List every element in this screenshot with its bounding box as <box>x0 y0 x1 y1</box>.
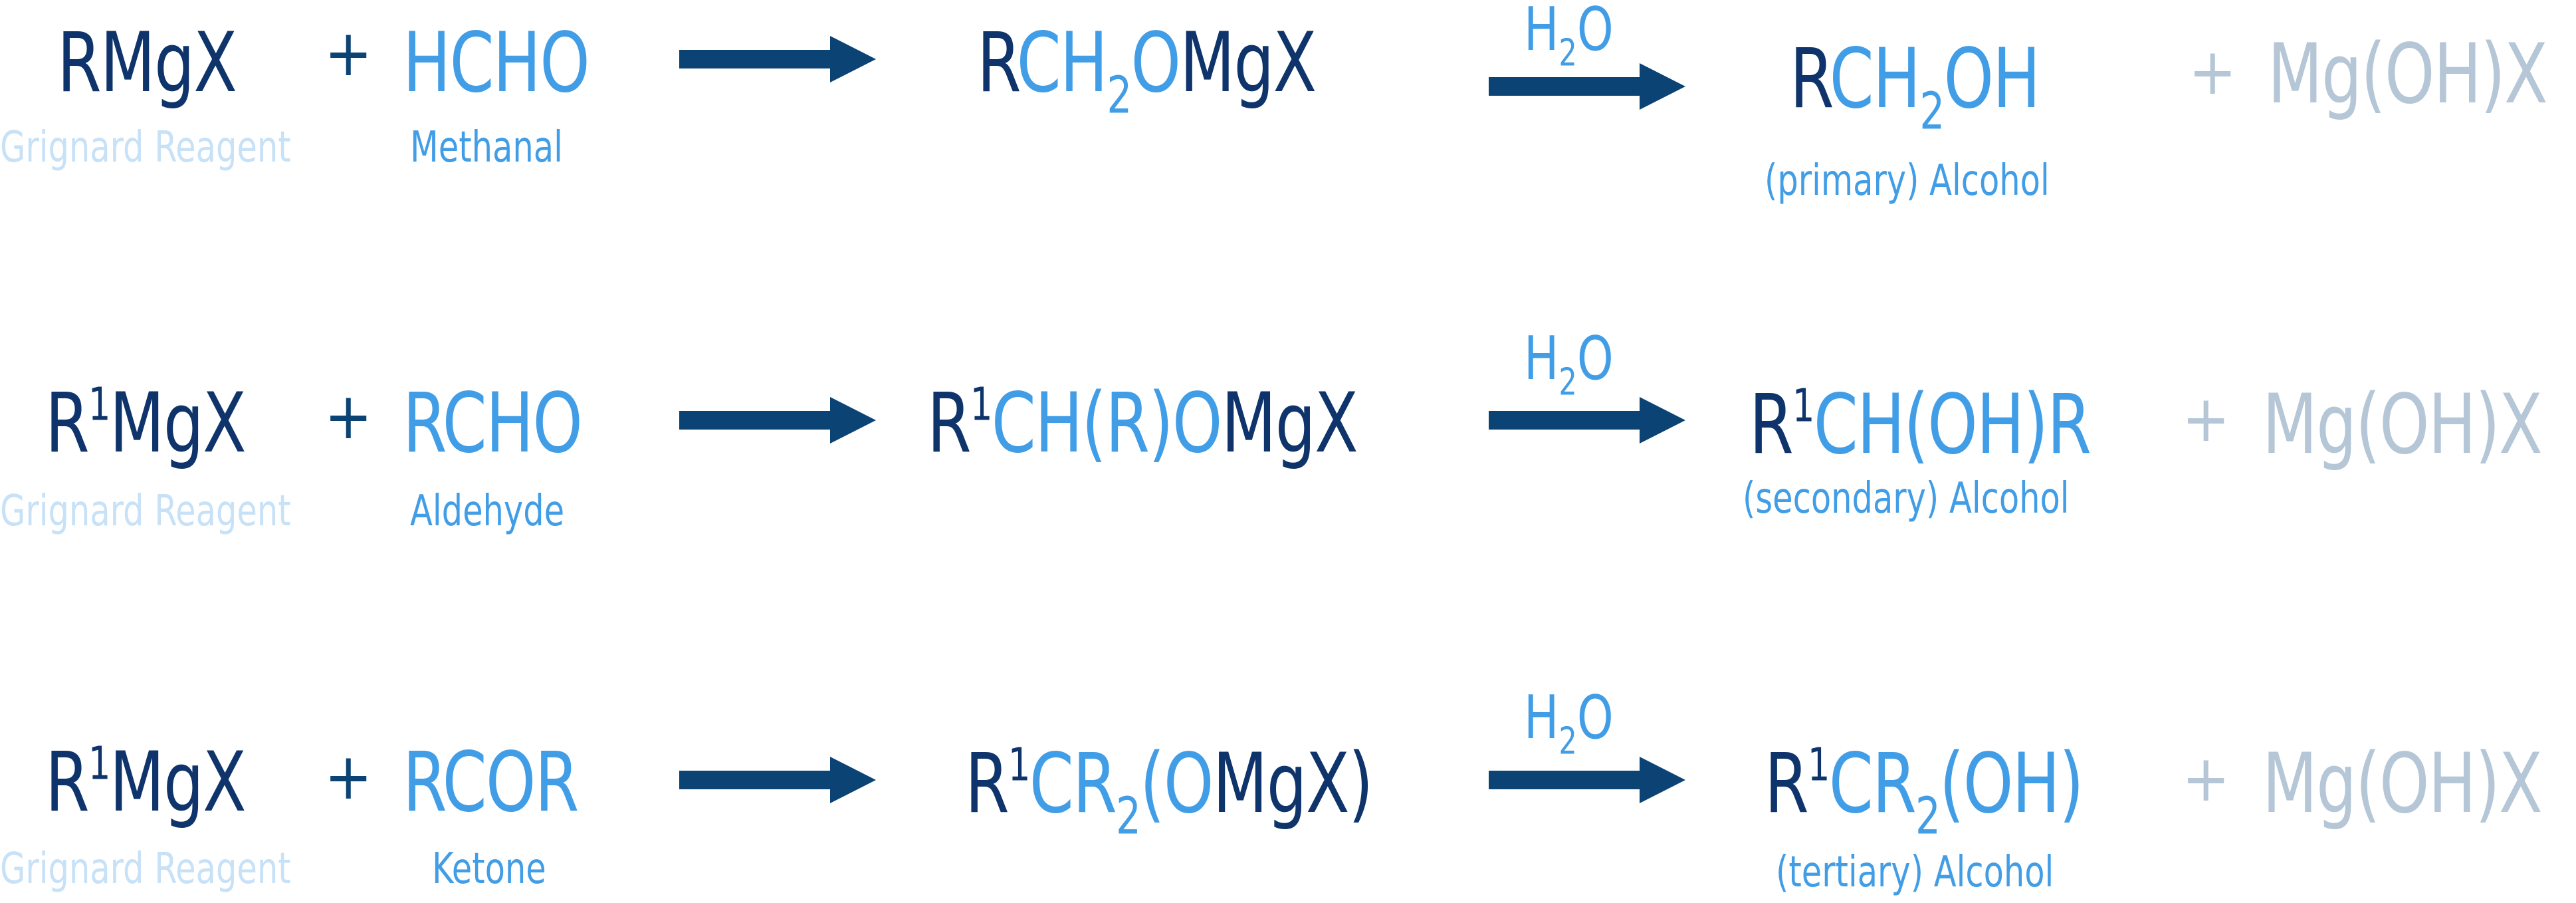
formula-segment: R <box>977 15 1018 111</box>
byproduct-formula: Mg(OH)X <box>2262 736 2543 832</box>
formula-superscript: 1 <box>1807 739 1830 792</box>
intermediate-formula: RCH2OMgX <box>977 22 1317 121</box>
product-label: (secondary) Alcohol <box>1743 474 2070 523</box>
formula-segment: R <box>965 736 1010 832</box>
substrate-label: Methanal <box>410 123 563 172</box>
formula-segment: O <box>1130 15 1181 111</box>
formula-segment: RCHO <box>403 376 583 471</box>
product-label: (primary) Alcohol <box>1765 156 2050 205</box>
formula-segment: R <box>1790 31 1830 127</box>
water-reagent-label: H2O <box>1524 683 1614 763</box>
formula-segment: (O <box>1140 736 1214 832</box>
arrow-right-icon <box>679 757 876 803</box>
arrow-right-icon <box>679 397 876 444</box>
formula-segment: CH <box>1829 31 1921 127</box>
water-reagent-label: H2O <box>1524 0 1614 75</box>
formula-segment: R <box>927 376 972 471</box>
arrow-right-icon <box>1489 757 1685 803</box>
formula-superscript: 1 <box>1792 380 1815 433</box>
substrate-formula: RCHO <box>403 382 583 465</box>
formula-subscript: 2 <box>1116 787 1141 846</box>
formula-segment: MgX <box>109 376 247 471</box>
formula-segment: CR <box>1828 736 1917 832</box>
reagent-formula: RMgX <box>57 22 237 104</box>
formula-segment: MgX <box>1180 15 1317 111</box>
formula-segment: CH(OH)R <box>1813 377 2092 473</box>
byproduct-plus-sign: + <box>2182 741 2230 816</box>
substrate-label: Aldehyde <box>410 487 565 536</box>
byproduct-plus-sign: + <box>2189 35 2237 109</box>
plus-sign: + <box>324 16 373 90</box>
substrate-formula: RCOR <box>403 741 579 824</box>
reagent-formula: R1MgX <box>45 741 247 824</box>
arrow-right-icon <box>1489 397 1685 444</box>
formula-segment: R <box>1749 377 1794 473</box>
formula-segment: RMgX <box>57 15 237 111</box>
formula-subscript: 2 <box>1919 82 1945 142</box>
arrow-right-icon <box>679 36 876 82</box>
reagent-label: Grignard Reagent <box>0 844 291 894</box>
formula-segment: MgX) <box>1212 736 1374 832</box>
intermediate-formula: R1CH(R)OMgX <box>927 382 1358 465</box>
formula-segment: MgX <box>1221 376 1358 471</box>
formula-subscript: 2 <box>1107 66 1132 126</box>
arrow-right-icon <box>1489 63 1685 110</box>
formula-superscript: 1 <box>88 378 111 432</box>
formula-segment: R <box>1765 736 1809 832</box>
formula-segment: CH <box>1016 15 1108 111</box>
formula-segment: CR <box>1029 736 1117 832</box>
formula-segment: CH(R)O <box>991 376 1223 471</box>
product-formula: R1CH(OH)R <box>1749 384 2092 466</box>
reagent-label: Grignard Reagent <box>0 123 291 172</box>
substrate-formula: HCHO <box>403 22 590 104</box>
byproduct-formula: Mg(OH)X <box>2268 27 2548 122</box>
reagent-formula: R1MgX <box>45 382 247 465</box>
plus-sign: + <box>324 739 373 814</box>
formula-superscript: 1 <box>1008 739 1031 792</box>
formula-segment: R <box>45 376 90 471</box>
formula-superscript: 1 <box>88 737 111 791</box>
byproduct-plus-sign: + <box>2182 382 2230 456</box>
plus-sign: + <box>324 379 373 453</box>
reagent-label: Grignard Reagent <box>0 487 291 536</box>
formula-segment: OH <box>1943 31 2040 127</box>
formula-segment: (OH) <box>1939 736 2084 832</box>
intermediate-formula: R1CR2(OMgX) <box>965 743 1373 842</box>
product-formula: R1CR2(OH) <box>1765 743 2084 842</box>
formula-segment: R <box>45 735 90 831</box>
water-reagent-label: H2O <box>1524 324 1614 404</box>
formula-segment: RCOR <box>403 735 579 831</box>
product-label: (tertiary) Alcohol <box>1776 848 2054 897</box>
product-formula: RCH2OH <box>1790 38 2040 137</box>
formula-segment: HCHO <box>403 15 590 111</box>
substrate-label: Ketone <box>432 844 546 894</box>
byproduct-formula: Mg(OH)X <box>2262 377 2543 473</box>
formula-subscript: 2 <box>1915 787 1941 846</box>
formula-superscript: 1 <box>970 378 993 432</box>
formula-segment: MgX <box>109 735 247 831</box>
